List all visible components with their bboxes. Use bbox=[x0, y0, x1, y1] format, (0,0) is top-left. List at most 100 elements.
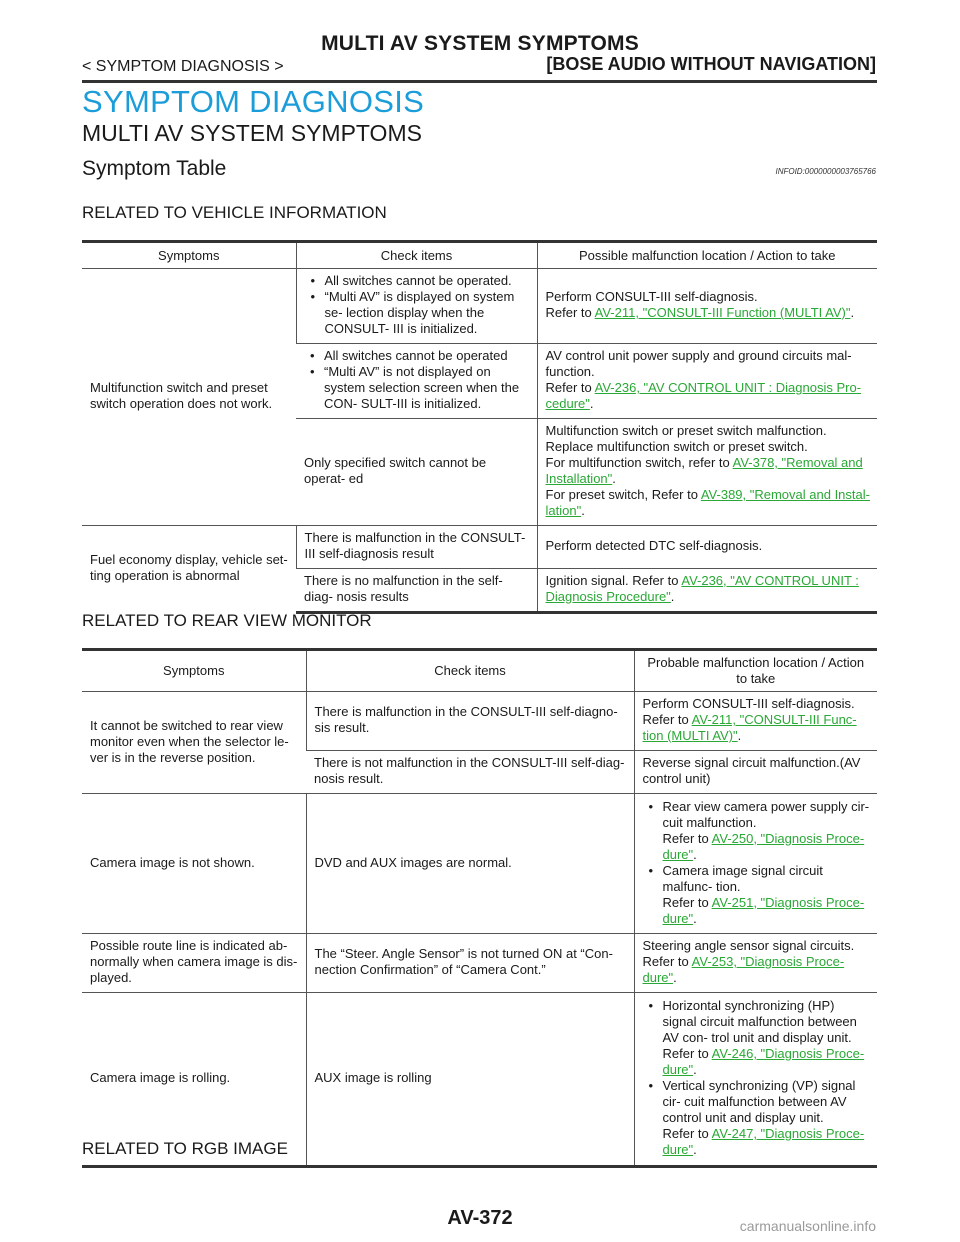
col-header-symptoms: Symptoms bbox=[82, 240, 296, 269]
action-text: Steering angle sensor signal circuits. bbox=[642, 938, 855, 953]
rgb-image-heading: RELATED TO RGB IMAGE bbox=[82, 1139, 288, 1158]
watermark: carmanualsonline.info bbox=[739, 1218, 876, 1234]
punctuation: . bbox=[850, 305, 855, 320]
table-row: Camera image is rolling. AUX image is ro… bbox=[82, 992, 877, 1168]
section-breadcrumb: < SYMPTOM DIAGNOSIS > bbox=[82, 58, 284, 75]
table-row: All switches cannot be operated “Multi A… bbox=[82, 343, 877, 419]
refer-text: Refer to bbox=[545, 380, 595, 395]
action-cell: Perform detected DTC self-diagnosis. bbox=[536, 525, 877, 569]
col-header-action: Possible malfunction location / Action t… bbox=[536, 240, 877, 269]
symptom-cell: Possible route line is indicated ab- nor… bbox=[82, 933, 306, 993]
col-header-check-items: Check items bbox=[305, 648, 634, 692]
action-cell: Multifunction switch or preset switch ma… bbox=[536, 418, 877, 526]
rear-view-table: Symptoms Check items Probable malfunctio… bbox=[82, 648, 877, 1168]
reference-link[interactable]: AV-246, "Diagnosis Proce- dure" bbox=[662, 1046, 865, 1077]
symptom-cell: Camera image is rolling. bbox=[82, 992, 306, 1168]
table-row: Only specified switch cannot be operat- … bbox=[82, 418, 877, 526]
section-heading: SYMPTOM DIAGNOSIS bbox=[82, 84, 425, 119]
punctuation: . bbox=[673, 970, 677, 985]
bullet-text: Vertical synchronizing (VP) signal cir- … bbox=[662, 1078, 856, 1125]
reference-link[interactable]: AV-378, "Removal and Installation" bbox=[545, 455, 863, 486]
punctuation: . bbox=[693, 846, 697, 862]
action-text: Multifunction switch or preset switch ma… bbox=[545, 423, 827, 438]
action-bullet: Rear view camera power supply cir- cuit … bbox=[643, 799, 872, 863]
reference-link[interactable]: AV-236, "AV CONTROL UNIT : Diagnosis Pro… bbox=[545, 380, 862, 411]
col-header-symptoms: Symptoms bbox=[82, 648, 306, 692]
action-cell: Ignition signal. Refer to AV-236, "AV CO… bbox=[536, 568, 877, 614]
refer-text: Ignition signal. Refer to bbox=[545, 573, 682, 588]
col-header-action: Probable malfunction location / Action t… bbox=[633, 648, 877, 692]
page-header-title: MULTI AV SYSTEM SYMPTOMS bbox=[321, 32, 639, 55]
check-item-cell: DVD and AUX images are normal. bbox=[305, 793, 634, 934]
bullet-text: Rear view camera power supply cir- cuit … bbox=[662, 798, 870, 830]
punctuation: . bbox=[737, 728, 742, 743]
table-row: Camera image is not shown. DVD and AUX i… bbox=[82, 793, 877, 934]
table-row: There is not malfunction in the CONSULT-… bbox=[82, 750, 877, 794]
model-tag: [BOSE AUDIO WITHOUT NAVIGATION] bbox=[546, 54, 876, 74]
check-item-cell: There is malfunction in the CONSULT- III… bbox=[295, 525, 537, 569]
vehicle-info-heading: RELATED TO VEHICLE INFORMATION bbox=[82, 203, 387, 222]
action-cell: Perform CONSULT-III self-diagnosis. Refe… bbox=[633, 691, 877, 751]
reference-link[interactable]: AV-389, "Removal and Instal- lation" bbox=[545, 487, 870, 518]
symptom-cell: Multifunction switch and preset switch o… bbox=[90, 380, 273, 411]
check-items-cell: All switches cannot be operated. “Multi … bbox=[295, 268, 537, 344]
check-item: All switches cannot be operated bbox=[304, 348, 531, 364]
reference-link[interactable]: AV-251, "Diagnosis Proce- dure" bbox=[662, 894, 865, 926]
info-id: INFOID:0000000003765766 bbox=[775, 167, 876, 176]
action-cell: Perform CONSULT-III self-diagnosis. Refe… bbox=[536, 268, 877, 344]
refer-text: Refer to bbox=[545, 305, 595, 320]
check-item-cell: There is malfunction in the CONSULT-III … bbox=[305, 691, 634, 751]
refer-text: Refer to bbox=[642, 712, 692, 727]
reference-link[interactable]: AV-211, "CONSULT-III Func- tion (MULTI A… bbox=[642, 712, 857, 743]
check-item: “Multi AV” is not displayed on system se… bbox=[304, 364, 531, 412]
check-item: “Multi AV” is displayed on system se- le… bbox=[305, 289, 531, 337]
col-header-check-items: Check items bbox=[295, 240, 537, 269]
action-text: Perform CONSULT-III self-diagnosis. bbox=[642, 696, 855, 711]
action-text: Replace multifunction switch or preset s… bbox=[545, 439, 808, 454]
action-bullet: Camera image signal circuit malfunc- tio… bbox=[643, 863, 872, 927]
reference-link[interactable]: AV-247, "Diagnosis Proce- dure" bbox=[662, 1126, 865, 1157]
rear-view-heading: RELATED TO REAR VIEW MONITOR bbox=[82, 611, 372, 630]
reference-link[interactable]: AV-236, "AV CONTROL UNIT : Diagnosis Pro… bbox=[545, 573, 859, 604]
action-text: Perform CONSULT-III self-diagnosis. bbox=[545, 289, 758, 304]
punctuation: . bbox=[670, 589, 675, 604]
action-cell: Reverse signal circuit malfunction.(AV c… bbox=[633, 750, 877, 794]
refer-text: Refer to bbox=[662, 1126, 712, 1141]
table-row: Multifunction switch and preset switch o… bbox=[82, 268, 877, 411]
action-cell: Horizontal synchronizing (HP) signal cir… bbox=[633, 992, 877, 1168]
refer-text: Refer to bbox=[662, 1046, 712, 1061]
table-row: There is no malfunction in the self-diag… bbox=[82, 568, 877, 614]
punctuation: . bbox=[581, 503, 585, 518]
punctuation: . bbox=[693, 1142, 697, 1157]
symptom-table-title: Symptom Table bbox=[82, 157, 227, 180]
action-bullet: Horizontal synchronizing (HP) signal cir… bbox=[643, 998, 872, 1078]
reference-link[interactable]: AV-253, "Diagnosis Proce- dure" bbox=[642, 954, 845, 985]
refer-text: For preset switch, Refer to bbox=[545, 487, 701, 502]
punctuation: . bbox=[693, 910, 697, 926]
check-item-cell: The “Steer. Angle Sensor” is not turned … bbox=[305, 933, 634, 993]
action-cell: AV control unit power supply and ground … bbox=[536, 343, 877, 419]
punctuation: . bbox=[612, 471, 616, 486]
action-bullet: Vertical synchronizing (VP) signal cir- … bbox=[643, 1078, 872, 1158]
page-number: AV-372 bbox=[447, 1207, 513, 1229]
vehicle-info-table: Symptoms Check items Possible malfunctio… bbox=[82, 240, 877, 614]
check-item-cell: Only specified switch cannot be operat- … bbox=[296, 418, 537, 526]
refer-text: Refer to bbox=[662, 894, 712, 910]
check-item-cell: AUX image is rolling bbox=[305, 992, 634, 1168]
reference-link[interactable]: AV-250, "Diagnosis Proce- dure" bbox=[662, 830, 865, 862]
action-text: AV control unit power supply and ground … bbox=[545, 348, 852, 379]
reference-link[interactable]: AV-211, "CONSULT-III Function (MULTI AV)… bbox=[594, 305, 851, 320]
table-row: Fuel economy display, vehicle set- ting … bbox=[82, 525, 877, 613]
table-row: It cannot be switched to rear view monit… bbox=[82, 691, 877, 765]
action-cell: Steering angle sensor signal circuits. R… bbox=[633, 933, 877, 993]
check-item-cell: There is no malfunction in the self-diag… bbox=[296, 568, 537, 614]
subsection-title: MULTI AV SYSTEM SYMPTOMS bbox=[82, 120, 422, 146]
bullet-text: Camera image signal circuit malfunc- tio… bbox=[662, 862, 823, 894]
header-divider bbox=[82, 80, 877, 83]
bullet-text: Horizontal synchronizing (HP) signal cir… bbox=[662, 998, 857, 1045]
refer-text: Refer to bbox=[642, 954, 692, 969]
check-item: All switches cannot be operated. bbox=[305, 273, 531, 289]
symptom-cell: It cannot be switched to rear view monit… bbox=[90, 717, 289, 765]
symptom-cell: Camera image is not shown. bbox=[82, 793, 306, 934]
check-items-cell: All switches cannot be operated “Multi A… bbox=[296, 343, 537, 419]
